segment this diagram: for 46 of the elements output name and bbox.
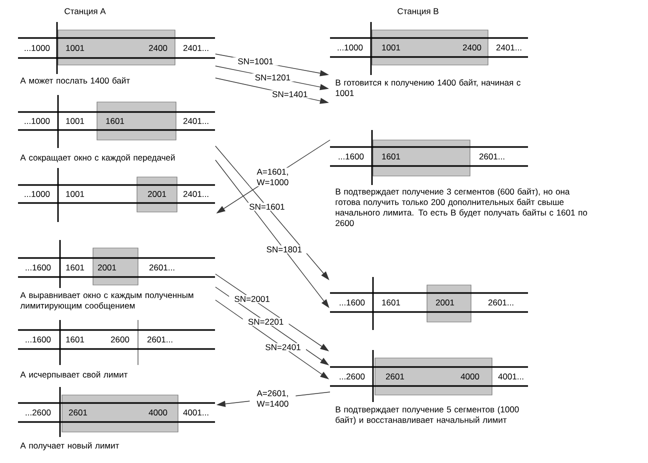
byte-number: 4001...: [498, 374, 524, 380]
description-text: В подтверждает получение 5 сегментов (1000 байт) и восстанавливает начальный лимит: [336, 406, 519, 425]
byte-number: ...2600: [340, 374, 365, 380]
byte-number: 2600: [110, 336, 130, 342]
edge-label: SN=1401: [266, 90, 313, 98]
description-text: А сокращает окно с каждой передачей: [20, 154, 175, 162]
description-text: В подтверждает получение 3 сегментов (600 байт), но она готова получить только 200 дополнительных байт свыше начального лимита. То есть В будет получать байты с 1601 по 2600: [336, 188, 588, 226]
byte-number: ...1000: [24, 191, 50, 197]
edge-label: SN=1001: [232, 57, 279, 66]
byte-number: ...1000: [24, 45, 50, 51]
description-text: А исчерпывает свой лимит: [20, 371, 128, 380]
byte-number: 1601: [66, 264, 84, 270]
byte-number: 2401...: [183, 45, 208, 51]
byte-number: ...1600: [338, 154, 364, 160]
byte-number: ...1600: [26, 264, 51, 270]
byte-number: 2601...: [147, 336, 172, 342]
byte-number: 2401...: [496, 44, 522, 50]
description-text: А может послать 1400 байт: [20, 77, 130, 84]
byte-number: ...1600: [340, 300, 365, 306]
byte-number: ...2600: [26, 410, 51, 416]
description-text: В готовится к получению 1400 байт, начиная с 1001: [336, 79, 520, 96]
edge-label: SN=1201: [250, 74, 296, 82]
edge-label: A=2601, W=1400: [250, 389, 296, 408]
edge-label: SN=1601: [244, 202, 290, 211]
byte-number: 2001: [148, 191, 166, 197]
description-text: А выравнивает окно с каждым полученным лимитирующим сообщением: [20, 292, 194, 310]
byte-number: 1001: [66, 118, 84, 124]
edge-label: SN=1801: [261, 245, 308, 254]
edge-label: SN=2401: [260, 343, 306, 352]
byte-number: ...1600: [26, 336, 51, 342]
byte-number: 2601...: [149, 264, 174, 270]
byte-number: 2401...: [183, 191, 208, 197]
byte-number: ...1000: [338, 44, 363, 50]
byte-number: 2601...: [488, 300, 514, 306]
description-text: А получает новый лимит: [20, 442, 120, 450]
byte-number: 1001: [66, 191, 84, 197]
byte-number: 1601: [66, 336, 84, 342]
edge-label: A=1601, W=1000: [250, 168, 296, 186]
byte-number: 4001...: [183, 410, 208, 416]
byte-number: 1601: [382, 300, 400, 306]
edge-label: SN=2001: [229, 294, 276, 303]
edge-label: SN=2201: [242, 318, 289, 326]
byte-number: ...1000: [24, 118, 50, 124]
byte-number: 2001: [436, 300, 454, 306]
byte-number: 2401...: [183, 118, 208, 124]
byte-number: 2601...: [479, 154, 504, 160]
